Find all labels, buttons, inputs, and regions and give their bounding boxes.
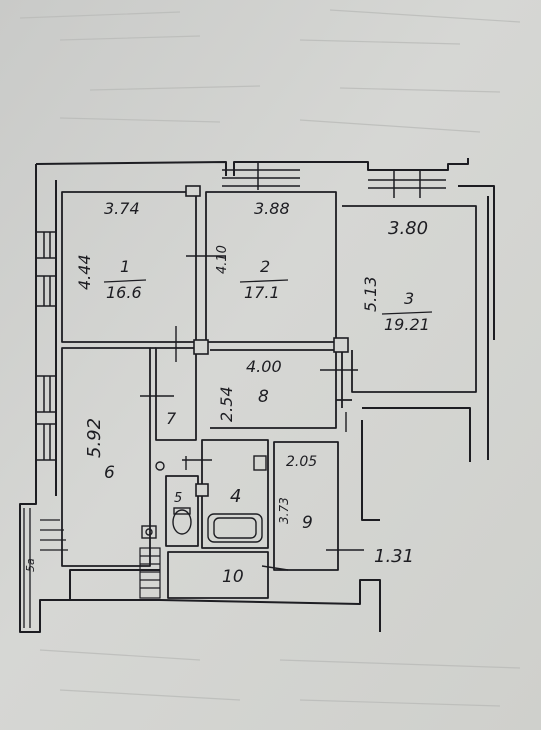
staircase [23, 508, 68, 628]
stair-label: 5а [24, 558, 37, 572]
room-9-outline [273, 441, 339, 571]
room6-depth-label: 5.92 [84, 418, 105, 458]
gas-riser [155, 461, 165, 471]
room-2-outline [205, 191, 337, 343]
toilet-tank [173, 507, 191, 515]
window-left-room1a [36, 231, 56, 259]
room-area-1: 16.6 [106, 283, 142, 302]
window-top-room3 [368, 170, 446, 198]
room-number-1: 1 [120, 257, 130, 276]
window-left-room1b [36, 275, 56, 307]
column-marker [333, 337, 349, 353]
room-number-9: 9 [302, 513, 313, 533]
room-number-8: 8 [258, 387, 269, 407]
sink-drain [145, 528, 153, 536]
bathtub [207, 513, 263, 543]
room8-depth-label: 2.54 [217, 386, 236, 422]
room3-depth-label: 5.13 [361, 276, 380, 312]
door-marks [140, 255, 364, 571]
dimension-labels: 3.74 4.44 3.88 4.10 3.80 5.13 5.92 4.00 … [24, 199, 428, 572]
window-left-room6b [36, 423, 56, 461]
room-1-outline [61, 191, 197, 343]
room-number-10: 10 [222, 567, 244, 587]
column-marker [185, 185, 201, 197]
room3-width-label: 3.80 [388, 218, 428, 239]
outer-wall-top-left [35, 158, 469, 176]
room-number-2: 2 [260, 257, 270, 276]
windows [36, 162, 446, 461]
room-area-3: 19.21 [384, 315, 430, 334]
bathtub-inner [213, 517, 257, 539]
outer-wall-left [19, 164, 160, 633]
outer-wall-bottom [70, 579, 381, 632]
bathroom-fixtures [141, 455, 267, 543]
room-number-6: 6 [104, 463, 115, 483]
room9-width-label: 2.05 [286, 454, 317, 470]
room-number-7: 7 [166, 409, 177, 428]
room-8-outline [210, 349, 337, 429]
room-4-outline [201, 439, 269, 549]
room-10-outline [167, 551, 269, 599]
column-marker [195, 483, 209, 497]
vent-shaft [253, 455, 267, 471]
room1-width-label: 3.74 [104, 199, 140, 218]
interior-walls [61, 191, 477, 599]
outer-wall-right [458, 185, 495, 460]
room9-depth-label: 3.73 [277, 497, 291, 524]
room1-depth-label: 4.44 [75, 254, 94, 290]
outer-wall-right-low [361, 407, 471, 521]
column-markers [185, 185, 349, 497]
room-fraction-line-3 [381, 311, 433, 315]
sink [141, 525, 157, 539]
room-number-5: 5 [174, 491, 182, 506]
room-number-3: 3 [404, 289, 414, 308]
room-7-outline [155, 347, 197, 441]
room-6-outline [61, 347, 151, 567]
external-dimension-label: 1.31 [374, 546, 414, 567]
room2-width-label: 3.88 [254, 199, 290, 218]
room-number-labels: 1 16.6 2 17.1 3 19.21 4 5 6 7 8 9 10 [103, 257, 433, 587]
radiator [139, 547, 161, 599]
bleed-through-marks [19, 9, 521, 707]
room8-width-label: 4.00 [246, 357, 282, 376]
room-fraction-line-2 [239, 279, 289, 283]
column-marker [193, 339, 209, 355]
window-left-room6a [36, 375, 56, 413]
room-3-outline [342, 205, 477, 393]
room-area-2: 17.1 [244, 283, 280, 302]
toilet [172, 509, 192, 535]
room2-depth-label: 4.10 [215, 245, 230, 274]
room-number-4: 4 [230, 486, 241, 507]
room-5-outline [165, 475, 199, 547]
room-fraction-line-1 [103, 279, 147, 283]
window-top-room2 [222, 162, 300, 190]
